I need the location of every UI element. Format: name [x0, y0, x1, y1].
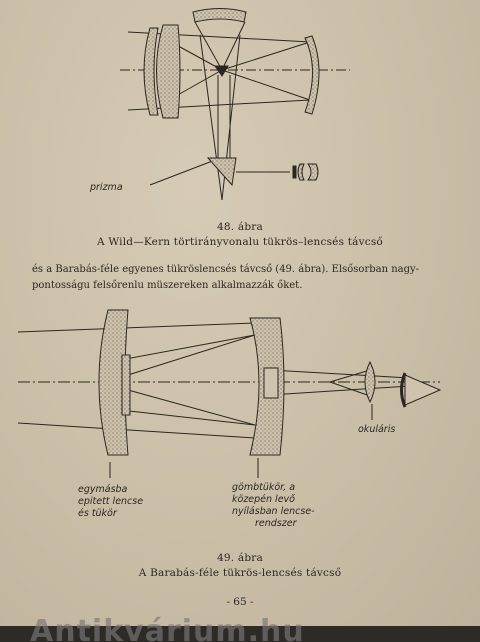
figure-49-title: A Barabás-féle tükrös-lencsés távcső [138, 567, 342, 579]
left-annotation-line-3: és tükör [78, 508, 118, 519]
right-annotation-line-4: rendszer [255, 518, 298, 529]
right-annotation: gömbtükör, a közepén levő nyílásban lenc… [232, 482, 315, 529]
right-annotation-line-1: gömbtükör, a [232, 482, 295, 493]
page-number: - 65 - [226, 596, 254, 608]
figure-48-number: 48. ábra [217, 221, 263, 233]
paragraph-line-1: és a Barabás-féle egyenes tükröslencsés … [32, 264, 420, 275]
figure-49-number: 49. ábra [217, 552, 263, 564]
prizma-label: prizma [89, 182, 123, 193]
figure-48-diagram: prizma [89, 8, 350, 201]
body-paragraph: és a Barabás-féle egyenes tükröslencsés … [32, 262, 452, 294]
figure-48-title: A Wild—Kern törtirányvonalu tükrös–lencs… [97, 236, 383, 248]
right-annotation-line-3: nyílásban lencse- [232, 506, 315, 517]
figure-49-diagram: okuláris egymásba epitett lencse és tükö… [17, 309, 442, 529]
okularis-label: okuláris [358, 424, 395, 435]
left-annotation: egymásba epitett lencse és tükör [78, 484, 143, 519]
paragraph-line-2: pontosságu felsőrenlu müszereken alkalma… [32, 280, 303, 291]
watermark: Antikvárium.hu [30, 614, 305, 642]
right-annotation-line-2: közepén levő [232, 494, 295, 505]
left-annotation-line-1: egymásba [78, 484, 128, 495]
left-annotation-line-2: epitett lencse [78, 496, 143, 507]
